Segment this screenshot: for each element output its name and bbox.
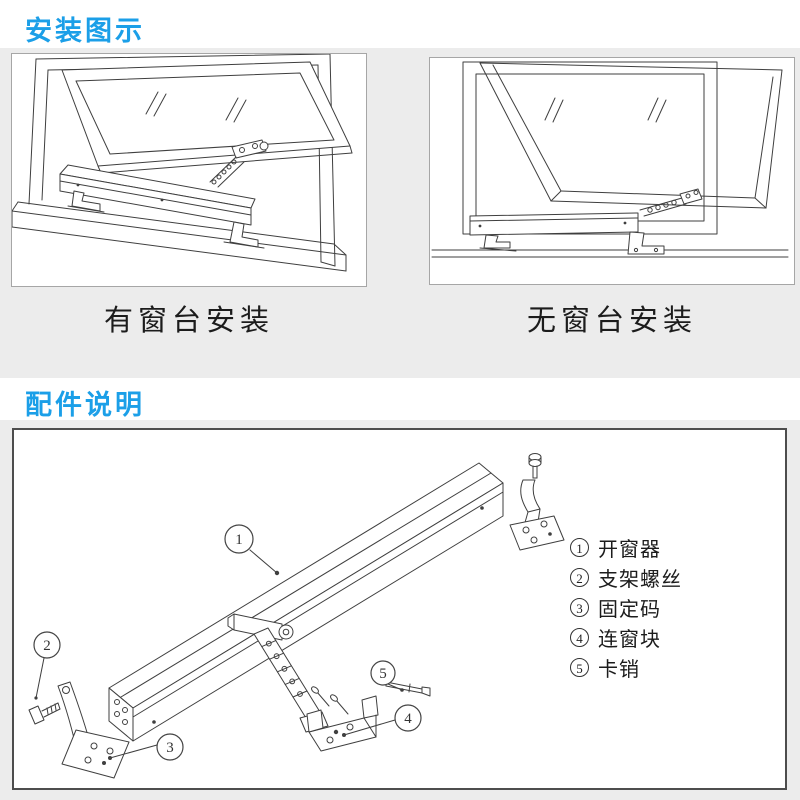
chain-actuator	[469, 212, 639, 236]
legend-item-3: 3 固定码	[570, 592, 682, 622]
chain-actuator	[59, 164, 256, 226]
chain	[209, 156, 245, 188]
legend-number-4: 4	[570, 627, 589, 647]
legend-number-5: 5	[570, 657, 589, 677]
window-frame	[431, 61, 789, 258]
legend-label-1: 开窗器	[598, 538, 661, 561]
sash-chain-bracket	[231, 139, 269, 159]
windowsill	[12, 201, 347, 272]
window-sash	[479, 62, 783, 209]
parts-diagram-panel: 1 2 3 4	[12, 428, 787, 790]
svg-text:1: 1	[235, 532, 243, 548]
label-5: 5	[370, 660, 404, 692]
block-screws	[311, 686, 349, 715]
label-1: 1	[224, 524, 280, 576]
legend-number-3: 3	[570, 597, 589, 617]
window-block	[306, 695, 379, 752]
svg-text:3: 3	[166, 740, 174, 756]
legend-label-5: 卡销	[598, 658, 640, 681]
parts-section-title: 配件说明	[25, 390, 145, 420]
chain	[639, 197, 687, 217]
legend-label-4: 连窗块	[598, 628, 661, 651]
assembled-bracket	[509, 453, 565, 551]
diagram-with-sill	[11, 53, 367, 287]
legend-label-2: 支架螺丝	[598, 568, 682, 591]
legend-item-4: 4 连窗块	[570, 622, 682, 652]
svg-text:5: 5	[379, 666, 387, 682]
legend-label-3: 固定码	[598, 598, 661, 621]
label-3: 3	[108, 733, 184, 761]
with-sill-drawing	[12, 54, 353, 272]
label-4: 4	[342, 704, 422, 737]
latch-pin	[385, 681, 431, 697]
mounting-feet	[67, 190, 265, 249]
label-2: 2	[33, 631, 61, 700]
glass-reflection-marks	[145, 91, 247, 123]
svg-text:4: 4	[404, 711, 412, 727]
caption-without-sill: 无窗台安装	[526, 305, 697, 337]
svg-text:2: 2	[43, 638, 51, 654]
glass-reflection-marks	[544, 97, 667, 123]
legend-item-2: 2 支架螺丝	[570, 562, 682, 592]
install-section-title: 安装图示	[25, 16, 145, 46]
legend-number-2: 2	[570, 567, 589, 587]
mounting-feet	[479, 231, 665, 255]
sash-chain-bracket	[679, 188, 703, 205]
legend-item-1: 1 开窗器	[570, 532, 682, 562]
actuator-bar	[108, 462, 504, 742]
legend-number-1: 1	[570, 537, 589, 557]
fixing-bracket	[57, 681, 130, 779]
legend-item-5: 5 卡销	[570, 652, 682, 682]
parts-legend: 1 开窗器 2 支架螺丝 3 固定码 4 连窗块 5 卡销	[570, 532, 682, 682]
exploded-parts-drawing: 1 2 3 4	[28, 453, 565, 779]
bracket-screw-part	[28, 702, 61, 725]
diagram-without-sill	[429, 57, 795, 285]
window-sash	[61, 61, 353, 174]
caption-with-sill: 有窗台安装	[103, 305, 274, 337]
without-sill-drawing	[431, 61, 789, 258]
